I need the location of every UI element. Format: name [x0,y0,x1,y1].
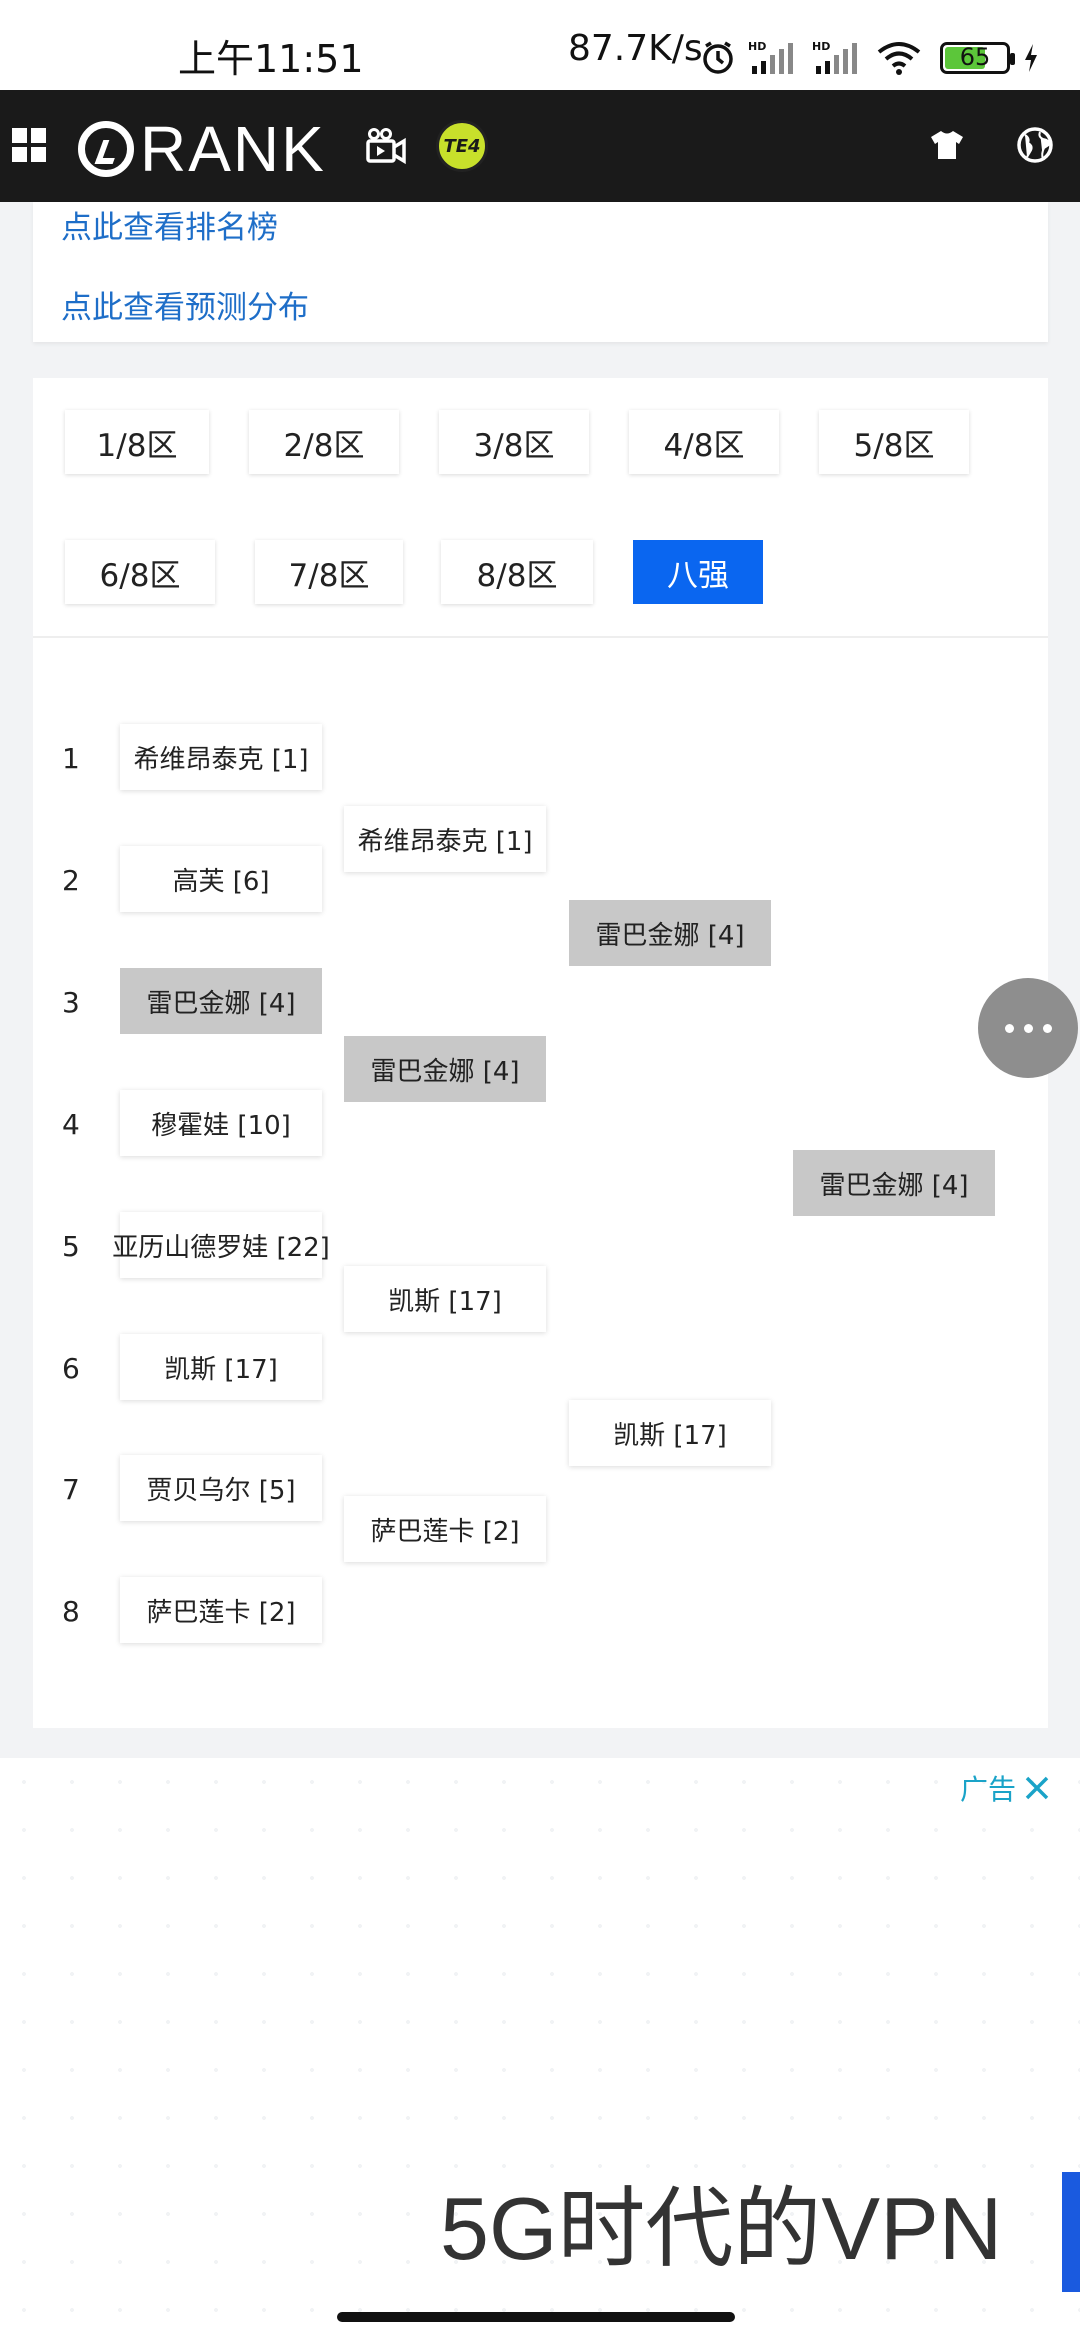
globe-icon[interactable] [1016,126,1054,168]
final-player[interactable]: 雷巴金娜 [4] [793,1150,995,1216]
dot-icon [1004,1023,1014,1033]
r1-player-5[interactable]: 亚历山德罗娃 [22] [112,1212,330,1278]
seed-number: 3 [62,986,80,1019]
status-net-speed: 87.7K/s [568,28,703,69]
dot-icon [1023,1023,1033,1033]
seed-number: 5 [62,1230,80,1263]
tab-section-6[interactable]: 6/8区 [65,540,215,604]
status-icons: HD HD 65 [700,40,1040,76]
te4-badge[interactable]: TE4 [436,120,488,172]
r2-player-2[interactable]: 雷巴金娜 [4] [344,1036,546,1102]
tshirt-icon[interactable] [930,130,964,164]
section-tabs: 1/8区 2/8区 3/8区 4/8区 5/8区 6/8区 7/8区 8/8区 … [33,378,1048,636]
apps-grid-icon[interactable] [12,128,48,164]
prediction-link[interactable]: 点此查看预测分布 [61,290,309,326]
r3-player-1[interactable]: 雷巴金娜 [4] [569,900,771,966]
tab-section-4[interactable]: 4/8区 [629,410,779,474]
seed-number: 2 [62,864,80,897]
r2-player-3[interactable]: 凯斯 [17] [344,1266,546,1332]
links-card: 点此查看排名榜 点此查看预测分布 [33,202,1048,342]
video-camera-icon[interactable] [365,128,407,170]
r1-player-1[interactable]: 希维昂泰克 [1] [120,724,322,790]
ranking-link[interactable]: 点此查看排名榜 [61,210,278,246]
seed-number: 8 [62,1595,80,1628]
tab-section-2[interactable]: 2/8区 [249,410,399,474]
tab-section-5[interactable]: 5/8区 [819,410,969,474]
alarm-icon [700,40,736,76]
r2-player-4[interactable]: 萨巴莲卡 [2] [344,1496,546,1562]
r1-player-3[interactable]: 雷巴金娜 [4] [120,968,322,1034]
battery-icon: 65 [940,42,1015,74]
svg-text:HD: HD [812,40,830,53]
status-time: 上午11:51 [178,37,364,81]
logo-mark-icon [78,121,134,177]
tab-section-3[interactable]: 3/8区 [439,410,589,474]
r3-player-2[interactable]: 凯斯 [17] [569,1400,771,1466]
r1-player-6[interactable]: 凯斯 [17] [120,1334,322,1400]
home-indicator[interactable] [337,2312,735,2322]
ad-banner[interactable]: 广告 5G时代的VPN [0,1758,1080,2340]
dot-icon [1042,1023,1052,1033]
bracket: 1 2 3 4 5 6 7 8 希维昂泰克 [1] 高芙 [6] 雷巴金娜 [4… [33,636,1048,1728]
svg-text:HD: HD [748,40,766,53]
signal-hd-icon: HD [748,40,800,76]
tab-section-8[interactable]: 8/8区 [441,540,593,604]
tab-section-1[interactable]: 1/8区 [65,410,209,474]
tab-quarterfinals[interactable]: 八强 [633,540,763,604]
signal-hd-icon-2: HD [812,40,864,76]
r1-player-2[interactable]: 高芙 [6] [120,846,322,912]
r1-player-7[interactable]: 贾贝乌尔 [5] [120,1455,322,1521]
ad-title: 5G时代的VPN [440,2179,1003,2278]
seed-number: 7 [62,1473,80,1506]
seed-number: 4 [62,1108,80,1141]
r1-player-4[interactable]: 穆霍娃 [10] [120,1090,322,1156]
status-bar: 上午11:51 87.7K/s HD HD 65 [0,0,1080,90]
r2-player-1[interactable]: 希维昂泰克 [1] [344,806,546,872]
ad-label-text: 广告 [960,1773,1017,1806]
tab-section-7[interactable]: 7/8区 [255,540,403,604]
ad-label[interactable]: 广告 [960,1768,1050,1808]
charging-icon [1022,42,1040,74]
logo-text: RANK [140,113,326,185]
battery-level: 65 [959,43,991,71]
rank-logo[interactable]: RANK [78,112,326,186]
wifi-icon [876,40,922,76]
r1-player-8[interactable]: 萨巴莲卡 [2] [120,1577,322,1643]
ad-accent-block [1062,2172,1080,2292]
ad-background-pattern [0,1758,1080,2340]
seed-number: 1 [62,742,80,775]
close-icon[interactable] [1024,1775,1050,1801]
more-options-button[interactable] [978,978,1078,1078]
app-bar: RANK TE4 [0,90,1080,202]
seed-number: 6 [62,1352,80,1385]
